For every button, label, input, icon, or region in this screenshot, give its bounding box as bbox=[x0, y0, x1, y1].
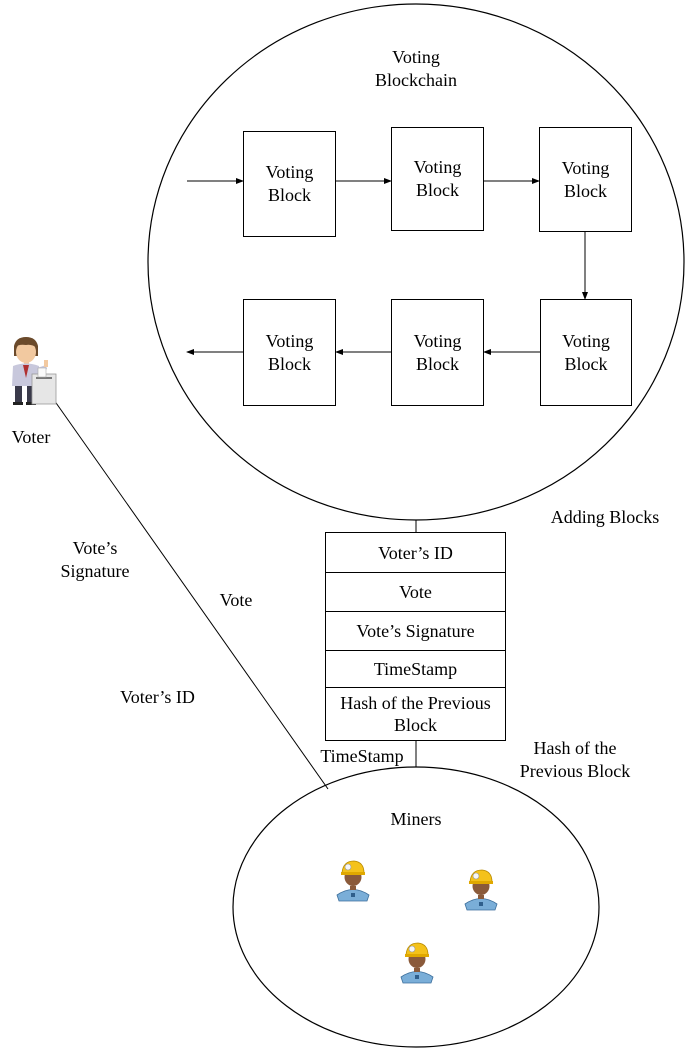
voting-block: Voting Block bbox=[243, 131, 336, 237]
block-field-vote: Vote bbox=[326, 573, 505, 612]
voter-figure-icon bbox=[12, 337, 57, 405]
voting-block: Voting Block bbox=[391, 127, 484, 231]
voting-block: Voting Block bbox=[243, 299, 336, 406]
voter-id-label: Voter’s ID bbox=[120, 687, 195, 707]
voting-block: Voting Block bbox=[391, 299, 484, 406]
voter-to-miners-line bbox=[53, 399, 329, 790]
miners-title: Miners bbox=[390, 809, 442, 829]
vote-signature-label: Vote’s Signature bbox=[60, 538, 130, 581]
miner-icon bbox=[400, 942, 434, 984]
vote-label: Vote bbox=[219, 590, 253, 610]
block-field-vote-signature: Vote’s Signature bbox=[326, 612, 505, 651]
blockchain-title: Voting Blockchain bbox=[375, 47, 457, 90]
new-block-structure: Voter’s ID Vote Vote’s Signature TimeSta… bbox=[325, 532, 506, 741]
miner-icon bbox=[336, 860, 370, 902]
voting-block: Voting Block bbox=[540, 299, 632, 406]
miner-icon bbox=[464, 869, 498, 911]
block-field-voter-id: Voter’s ID bbox=[326, 533, 505, 573]
block-field-timestamp: TimeStamp bbox=[326, 651, 505, 688]
hash-previous-block-label: Hash of the Previous Block bbox=[519, 738, 631, 781]
adding-blocks-label: Adding Blocks bbox=[550, 507, 660, 527]
block-field-hash-previous: Hash of the Previous Block bbox=[340, 693, 491, 735]
timestamp-label: TimeStamp bbox=[320, 746, 404, 766]
voter-label: Voter bbox=[11, 427, 51, 447]
voting-block: Voting Block bbox=[539, 127, 632, 232]
